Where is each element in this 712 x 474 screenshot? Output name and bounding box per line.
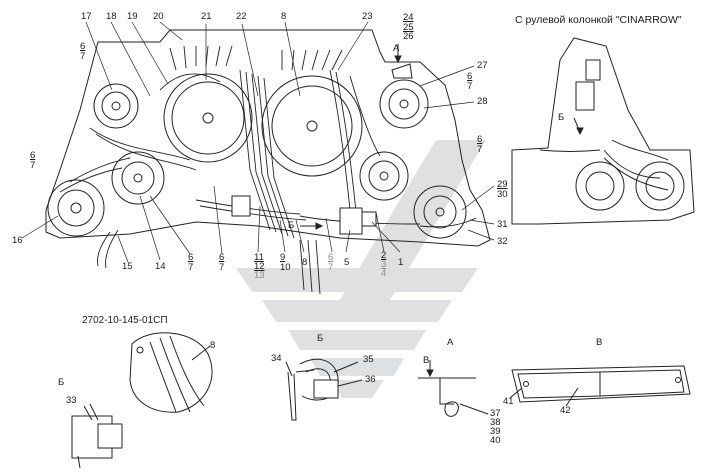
gauge-16 [47, 179, 105, 237]
view-label-v-detail: В [596, 337, 603, 348]
callout-24: 24 [403, 12, 414, 23]
callout-40: 40 [490, 435, 501, 446]
callout-32: 32 [497, 236, 508, 247]
callout-22: 22 [236, 11, 247, 22]
gauge-8 [261, 75, 363, 177]
callout-4: 4 [381, 268, 387, 279]
view-label-v-arrow: В [423, 355, 430, 366]
callout-17: 17 [81, 11, 92, 22]
view-label-b-left: Б [58, 377, 65, 388]
detail-gauge-8 [129, 332, 213, 413]
detail-view-v [509, 365, 691, 407]
view-label-a-detail: А [447, 337, 454, 348]
view-label-a-main: А [393, 43, 400, 54]
view-label-b-inset: Б [558, 112, 565, 123]
callout-33: 33 [66, 395, 77, 406]
gauge-14 [111, 151, 165, 205]
callout-29: 29 [497, 179, 508, 190]
callout-6-left-2: 6 [30, 150, 36, 161]
view-label-b-main: Б [288, 220, 295, 231]
callout-2: 2 [381, 250, 387, 261]
callout-9: 9 [280, 252, 286, 263]
detail-view-a [418, 360, 489, 417]
callout-26: 26 [403, 31, 414, 42]
callout-19: 19 [127, 11, 138, 22]
gauge-17 [93, 83, 139, 129]
gauge-21 [163, 73, 253, 163]
callout-6-right-2: 6 [477, 134, 483, 145]
callout-11: 11 [254, 252, 264, 263]
callout-6-left-1: 6 [80, 41, 86, 52]
detail-switch-33 [71, 403, 123, 469]
callout-30: 30 [497, 189, 508, 200]
connector-block-5 [339, 207, 363, 235]
cinarrow-variant-caption: С рулевой колонкой "CINARROW" [515, 14, 682, 26]
callout-14: 14 [155, 261, 166, 272]
callout-6-right-1: 6 [467, 71, 473, 82]
callout-28: 28 [477, 96, 488, 107]
callout-13: 13 [254, 270, 265, 281]
callout-25: 25 [403, 22, 414, 33]
view-b-arrow [300, 222, 324, 230]
callout-3: 3 [381, 259, 387, 270]
callout-6-bottom-3: 6 [328, 252, 334, 263]
callout-41: 41 [503, 396, 514, 407]
connector-block-9 [231, 195, 251, 217]
callout-7-right-1: 7 [467, 81, 473, 92]
callout-5: 5 [344, 257, 350, 268]
callout-15: 15 [122, 261, 133, 272]
callout-31: 31 [497, 219, 508, 230]
view-a-arrow [391, 44, 413, 79]
callout-7-right-2: 7 [477, 144, 483, 155]
callout-7-bottom-2: 7 [219, 262, 225, 273]
callout-34: 34 [271, 353, 282, 364]
callout-21: 21 [201, 11, 212, 22]
callout-42: 42 [560, 405, 571, 416]
callout-16: 16 [12, 235, 23, 246]
callout-6-bottom-2: 6 [219, 252, 225, 263]
detail-bracket-34-36 [285, 358, 363, 421]
callout-7-bottom-3: 7 [328, 262, 334, 273]
callout-leader-lines [21, 21, 495, 263]
callout-35: 35 [363, 354, 374, 365]
callout-7-left-1: 7 [80, 51, 86, 62]
part-number-label: 2702-10-145-01СП [82, 315, 168, 326]
callout-10: 10 [280, 262, 291, 273]
callout-18: 18 [106, 11, 117, 22]
callout-8-bottom: 8 [302, 257, 308, 268]
callout-7-bottom-1: 7 [188, 262, 194, 273]
callout-39: 39 [490, 426, 501, 437]
callout-36: 36 [365, 374, 376, 385]
callout-8-top: 8 [281, 11, 287, 22]
callout-7-left-2: 7 [30, 160, 36, 171]
gauge-28 [379, 79, 429, 129]
view-label-b-center: Б [317, 333, 324, 344]
callout-37: 37 [490, 408, 501, 419]
callout-38: 38 [490, 417, 501, 428]
callout-27: 27 [477, 60, 488, 71]
callout-8-detail: 8 [210, 340, 216, 351]
callout-20: 20 [153, 11, 164, 22]
callout-6-bottom-1: 6 [188, 252, 194, 263]
gauge-31 [413, 185, 467, 239]
cinarrow-inset [511, 37, 695, 225]
watermark-logo [236, 140, 486, 398]
instrument-panel-outline [45, 29, 491, 247]
wiring-harness [59, 45, 477, 295]
callout-1: 1 [398, 257, 404, 268]
callout-23: 23 [362, 11, 373, 22]
callout-12: 12 [254, 261, 265, 272]
gauge-30 [359, 151, 409, 201]
